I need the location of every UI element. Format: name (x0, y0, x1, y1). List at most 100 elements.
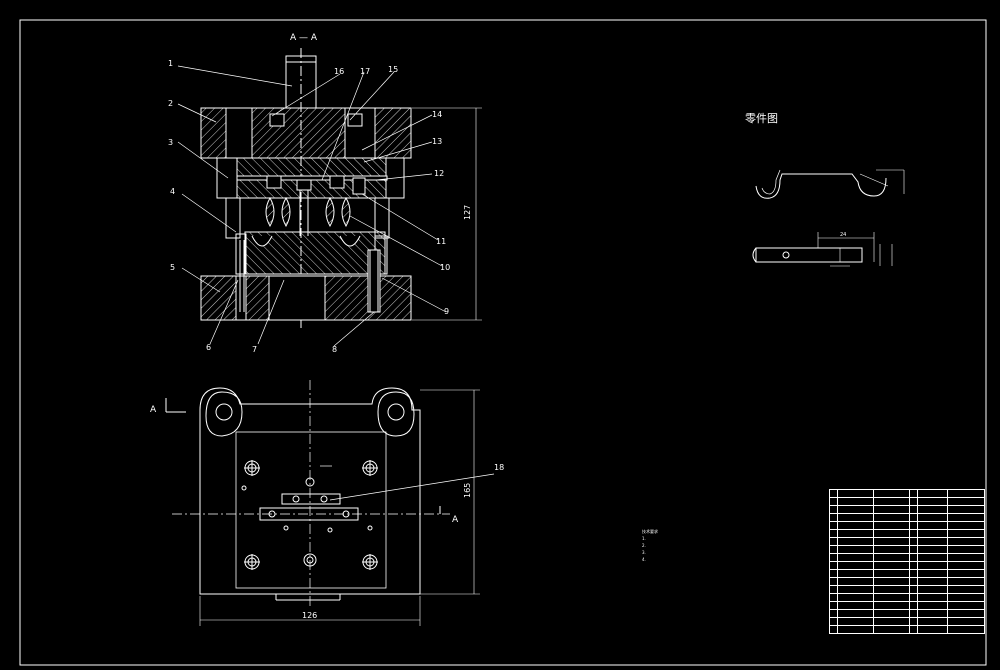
part-number: 12 (434, 169, 444, 178)
bom-cell (873, 601, 910, 610)
part-number: 15 (388, 65, 398, 74)
notes-heading: 技术要求 (642, 529, 658, 534)
bom-cell (829, 497, 838, 506)
bom-cell (917, 489, 948, 498)
bom-cell (829, 505, 838, 514)
part-number: 10 (440, 263, 450, 272)
bom-cell (947, 585, 985, 594)
strip-slot (259, 507, 359, 521)
plan-view: A A 18 126 165 (150, 380, 504, 626)
bom-cell (917, 553, 948, 562)
bom-cell (873, 521, 910, 530)
bom-cell (873, 529, 910, 538)
bom-cell (947, 521, 985, 530)
bom-row (829, 609, 985, 618)
bom-cell (917, 617, 948, 626)
bom-row (829, 601, 985, 610)
bom-cell (837, 513, 874, 522)
bom-cell (947, 505, 985, 514)
bom-table (829, 489, 985, 634)
bom-cell (829, 521, 838, 530)
part-number: 11 (436, 237, 446, 246)
part-number: 14 (432, 110, 442, 119)
bom-cell (829, 593, 838, 602)
bom-cell (917, 585, 948, 594)
bom-row (829, 545, 985, 554)
bom-cell (873, 617, 910, 626)
bom-cell (917, 577, 948, 586)
part-number: 3 (168, 138, 173, 147)
bom-row (829, 553, 985, 562)
bom-cell (917, 545, 948, 554)
part-number: 5 (170, 263, 175, 272)
bom-row (829, 617, 985, 626)
bom-cell (837, 577, 874, 586)
bom-cell (829, 561, 838, 570)
bom-cell (873, 545, 910, 554)
die-shank (285, 55, 317, 109)
bom-cell (917, 529, 948, 538)
bom-row (829, 577, 985, 586)
bom-cell (873, 505, 910, 514)
section-height-dim: 127 (463, 205, 472, 220)
bom-cell (837, 497, 874, 506)
bom-cell (909, 521, 918, 530)
bom-cell (873, 553, 910, 562)
bom-cell (909, 561, 918, 570)
section-view: A — A (168, 33, 482, 354)
bom-cell (947, 537, 985, 546)
bom-row (829, 537, 985, 546)
part-profile (755, 173, 887, 199)
bom-cell (917, 521, 948, 530)
bom-cell (873, 561, 910, 570)
bom-cell (917, 505, 948, 514)
bom-cell (917, 537, 948, 546)
bom-cell (909, 569, 918, 578)
part-number: 1 (168, 59, 173, 68)
cut-label-right: A (452, 515, 459, 525)
bom-cell (947, 489, 985, 498)
part-number: 16 (334, 67, 344, 76)
bom-cell (873, 489, 910, 498)
bom-cell (829, 577, 838, 586)
part-dim: 24 (840, 232, 846, 238)
bom-cell (837, 537, 874, 546)
bom-cell (837, 489, 874, 498)
bom-cell (947, 561, 985, 570)
bom-cell (947, 625, 985, 634)
bom-cell (947, 617, 985, 626)
plan-height-dim: 165 (463, 483, 472, 498)
bom-cell (909, 553, 918, 562)
bom-cell (837, 625, 874, 634)
bom-cell (837, 553, 874, 562)
part-number-18: 18 (494, 463, 504, 472)
bom-cell (947, 545, 985, 554)
bom-cell (947, 513, 985, 522)
part-number: 2 (168, 99, 173, 108)
section-title: A — A (290, 33, 318, 43)
notes-line: 4. (642, 557, 646, 562)
bom-cell (947, 577, 985, 586)
part-number: 8 (332, 345, 337, 354)
bom-cell (837, 601, 874, 610)
bom-row (829, 569, 985, 578)
bom-cell (909, 609, 918, 618)
bom-cell (917, 561, 948, 570)
bom-cell (947, 497, 985, 506)
bom-cell (909, 625, 918, 634)
bom-cell (909, 497, 918, 506)
bom-cell (873, 585, 910, 594)
bom-row (829, 497, 985, 506)
bom-cell (829, 585, 838, 594)
bom-cell (873, 577, 910, 586)
bom-cell (837, 569, 874, 578)
bom-cell (909, 529, 918, 538)
notes-line: 1. (642, 536, 646, 541)
bom-cell (873, 497, 910, 506)
bom-cell (873, 593, 910, 602)
bom-cell (917, 625, 948, 634)
bom-cell (829, 601, 838, 610)
part-number: 7 (252, 345, 257, 354)
